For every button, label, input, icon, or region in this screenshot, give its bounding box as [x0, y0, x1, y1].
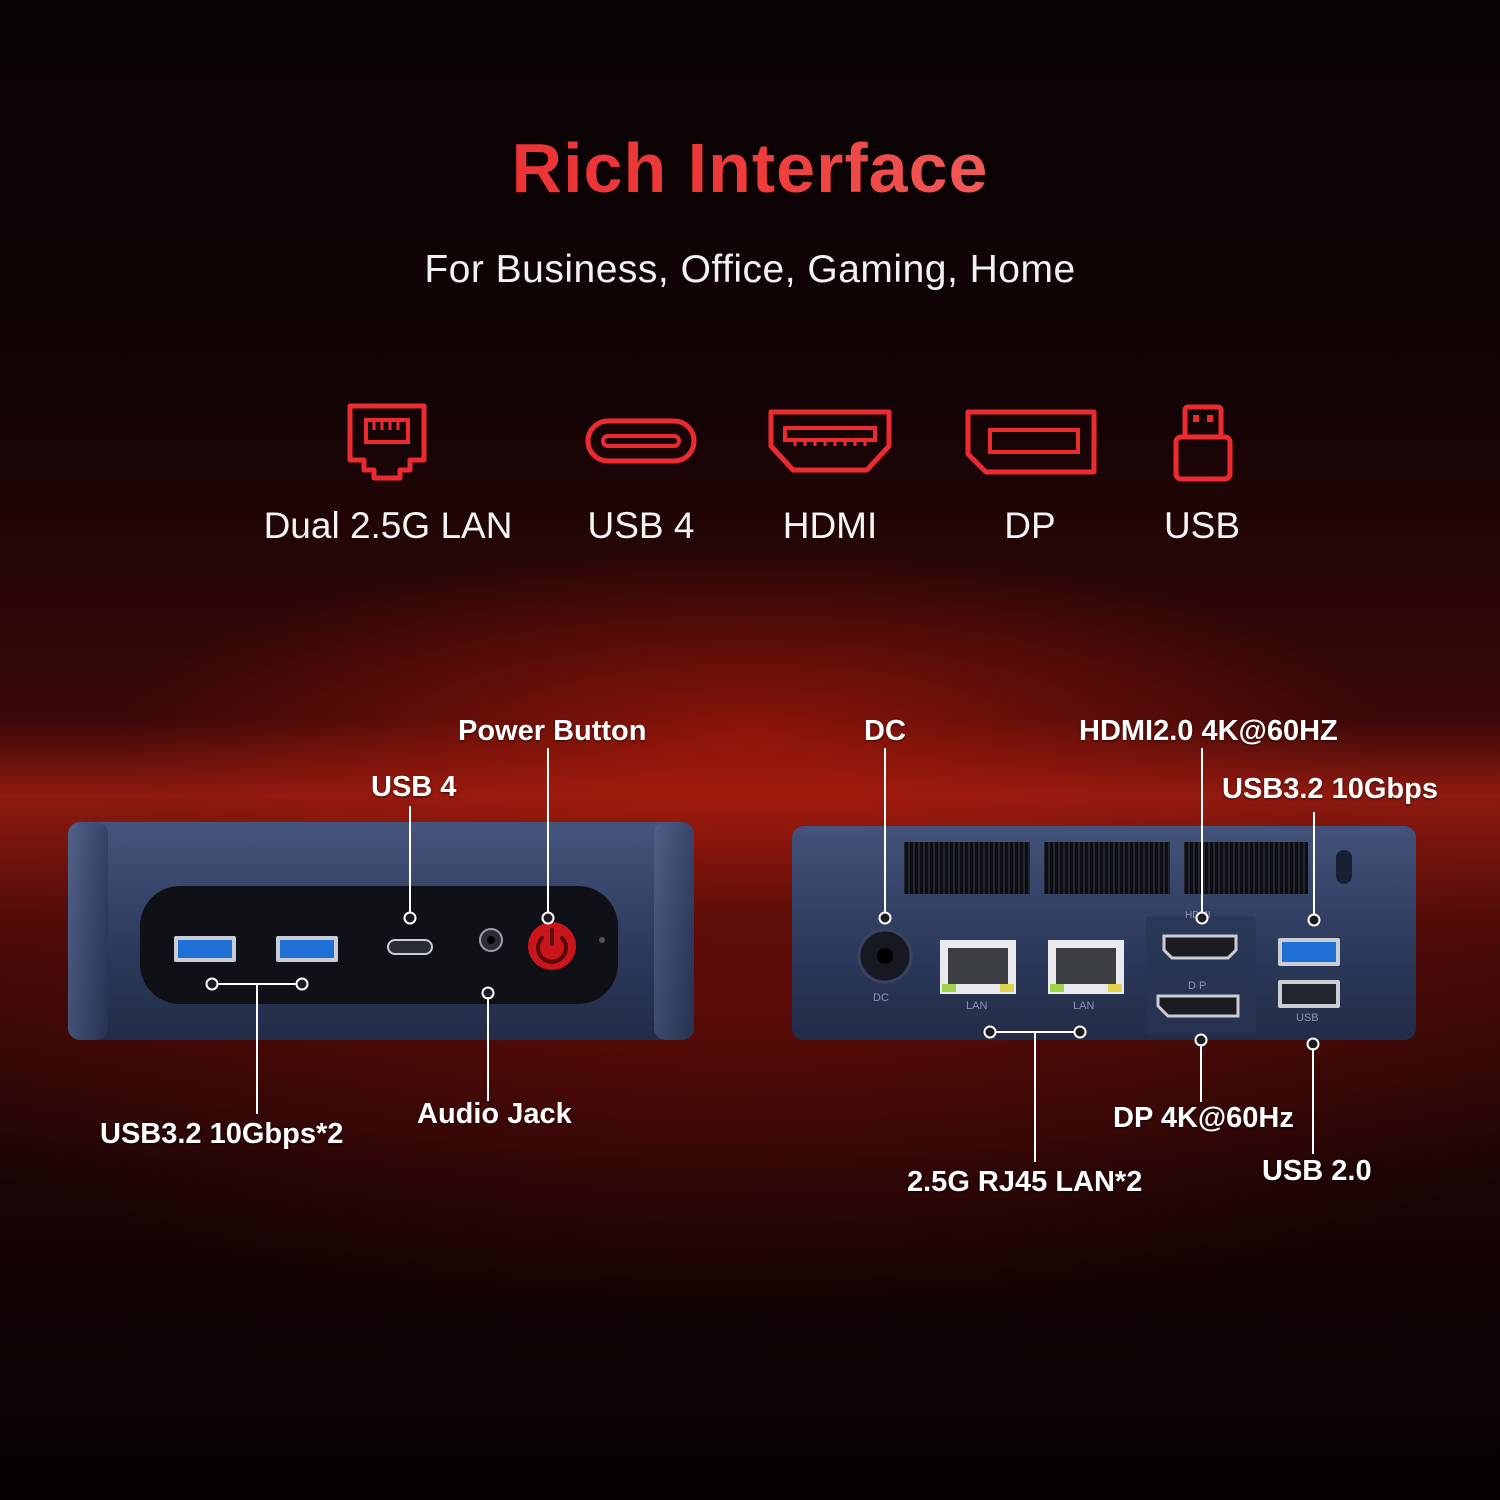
pointer-usb4 [403, 911, 417, 925]
pointer-usb32-right [295, 977, 309, 991]
page-subtitle: For Business, Office, Gaming, Home [424, 248, 1076, 291]
pointer-power-button [541, 911, 555, 925]
port-label-lan: Dual 2.5G LAN [263, 505, 513, 546]
callout-lan: 2.5G RJ45 LAN*2 [907, 1166, 1143, 1198]
callout-power-button: Power Button [458, 715, 647, 747]
callout-usb20: USB 2.0 [1262, 1155, 1372, 1187]
pointer-usb32-rear [1307, 913, 1321, 927]
pointer-hdmi [1195, 911, 1209, 925]
port-label-hdmi: HDMI [782, 505, 878, 546]
rear-mark-lan-2: LAN [1073, 1000, 1095, 1012]
rear-mark-usb: USB [1296, 1012, 1319, 1024]
callout-usb4: USB 4 [371, 771, 457, 803]
callout-audio-jack: Audio Jack [417, 1098, 572, 1130]
page-title: Rich Interface [0, 128, 1500, 208]
port-label-usb: USB [1163, 505, 1241, 546]
ethernet-port-icon [347, 403, 427, 481]
callout-dp: DP 4K@60Hz [1113, 1102, 1294, 1134]
pointer-lan-left [983, 1025, 997, 1039]
callout-usb32-front: USB3.2 10Gbps*2 [100, 1118, 344, 1150]
displayport-icon [965, 409, 1097, 475]
rear-mark-dp: D P [1188, 980, 1207, 992]
usb-c-port-icon [585, 418, 697, 464]
pointer-dc [878, 911, 892, 925]
callout-usb32-rear: USB3.2 10Gbps [1222, 773, 1438, 805]
hdmi-port-icon [768, 409, 892, 473]
pointer-usb32-left [205, 977, 219, 991]
callout-dc: DC [864, 715, 906, 747]
port-label-dp: DP [1004, 505, 1056, 546]
front-device-image [68, 822, 694, 1040]
callout-hdmi: HDMI2.0 4K@60HZ [1079, 715, 1338, 747]
rear-mark-dc: DC [873, 992, 889, 1004]
rear-device-image [792, 826, 1416, 1040]
rear-mark-lan-1: LAN [966, 1000, 988, 1012]
pointer-lan-right [1073, 1025, 1087, 1039]
port-label-usb4: USB 4 [587, 505, 695, 546]
usb-port-icon [1173, 404, 1233, 482]
